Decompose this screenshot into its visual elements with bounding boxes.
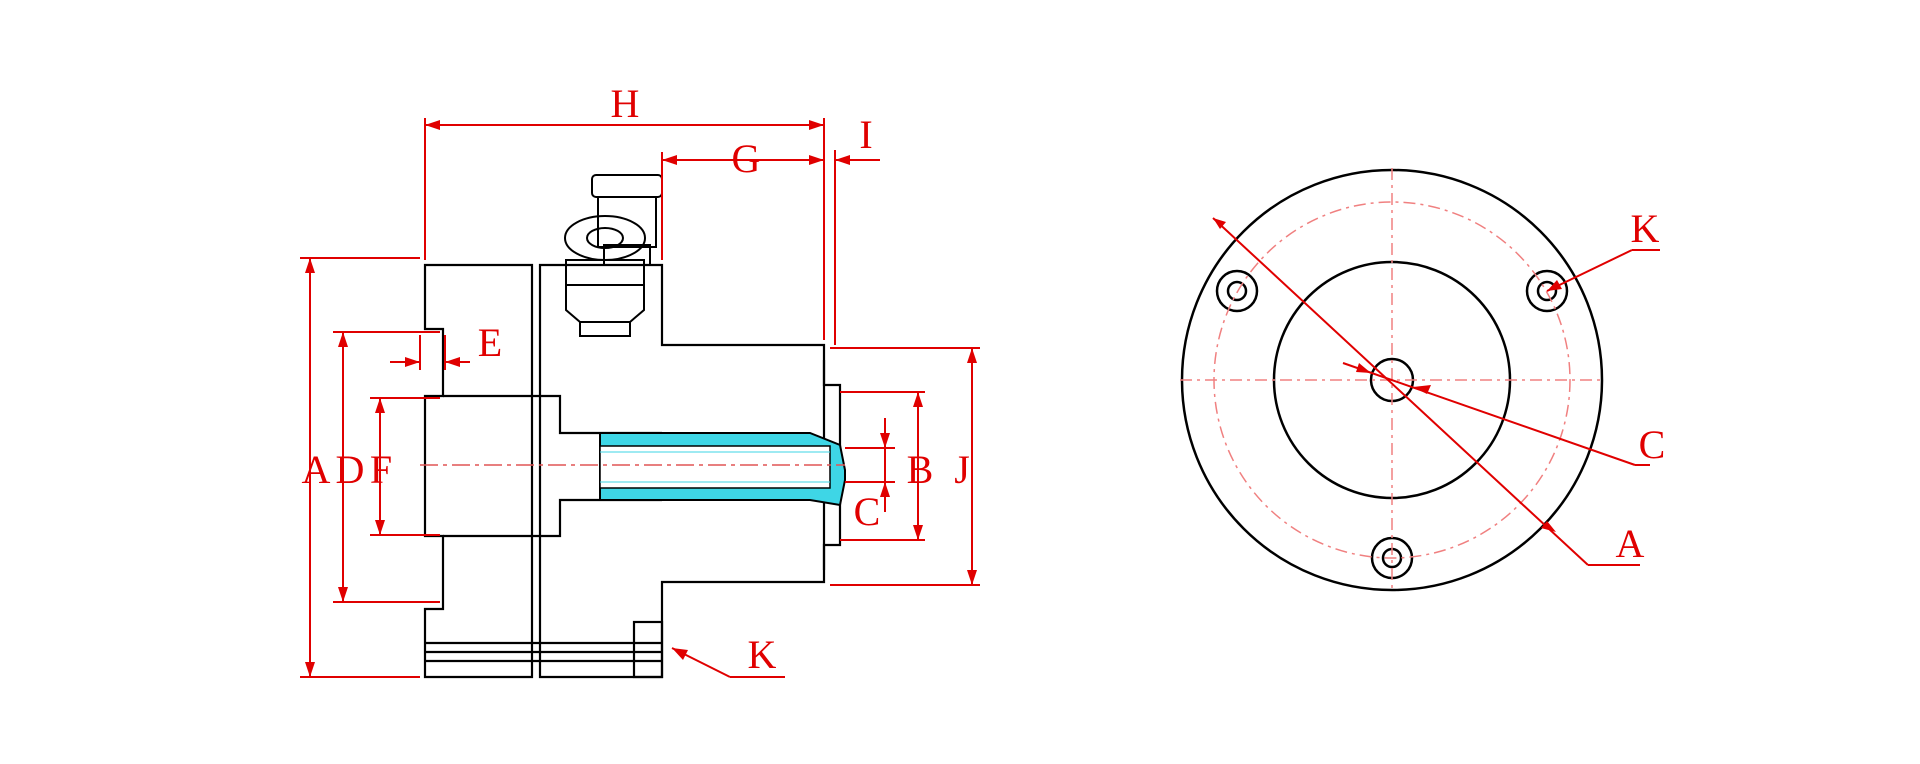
label-E: E bbox=[478, 320, 502, 365]
side-view-dimensions bbox=[300, 118, 980, 678]
label-I: I bbox=[859, 112, 872, 157]
label-C-side: C bbox=[854, 489, 881, 534]
air-fitting-icon bbox=[564, 174, 663, 337]
front-view-arrowheads bbox=[1213, 218, 1562, 532]
label-J: J bbox=[954, 447, 970, 492]
front-view: K C A bbox=[1180, 168, 1665, 592]
side-view-arrowheads bbox=[305, 120, 977, 677]
side-view-outline bbox=[423, 263, 842, 679]
front-view-dimensions bbox=[1212, 217, 1660, 566]
label-A: A bbox=[302, 447, 331, 492]
front-view-labels: K C A bbox=[1616, 206, 1666, 566]
label-B: B bbox=[907, 447, 934, 492]
mounting-hole bbox=[1525, 269, 1569, 313]
side-view: H G I E A D F B C J K bbox=[300, 81, 980, 679]
side-view-labels: H G I E A D F B C J K bbox=[302, 81, 970, 677]
label-C-front: C bbox=[1639, 422, 1666, 467]
label-K-front: K bbox=[1631, 206, 1660, 251]
collet bbox=[599, 432, 846, 507]
label-F: F bbox=[370, 447, 392, 492]
label-G: G bbox=[732, 136, 761, 181]
label-A-front: A bbox=[1616, 521, 1645, 566]
label-D: D bbox=[336, 447, 365, 492]
label-K-side: K bbox=[748, 632, 777, 677]
label-H: H bbox=[611, 81, 640, 126]
mounting-hole bbox=[1215, 269, 1259, 313]
